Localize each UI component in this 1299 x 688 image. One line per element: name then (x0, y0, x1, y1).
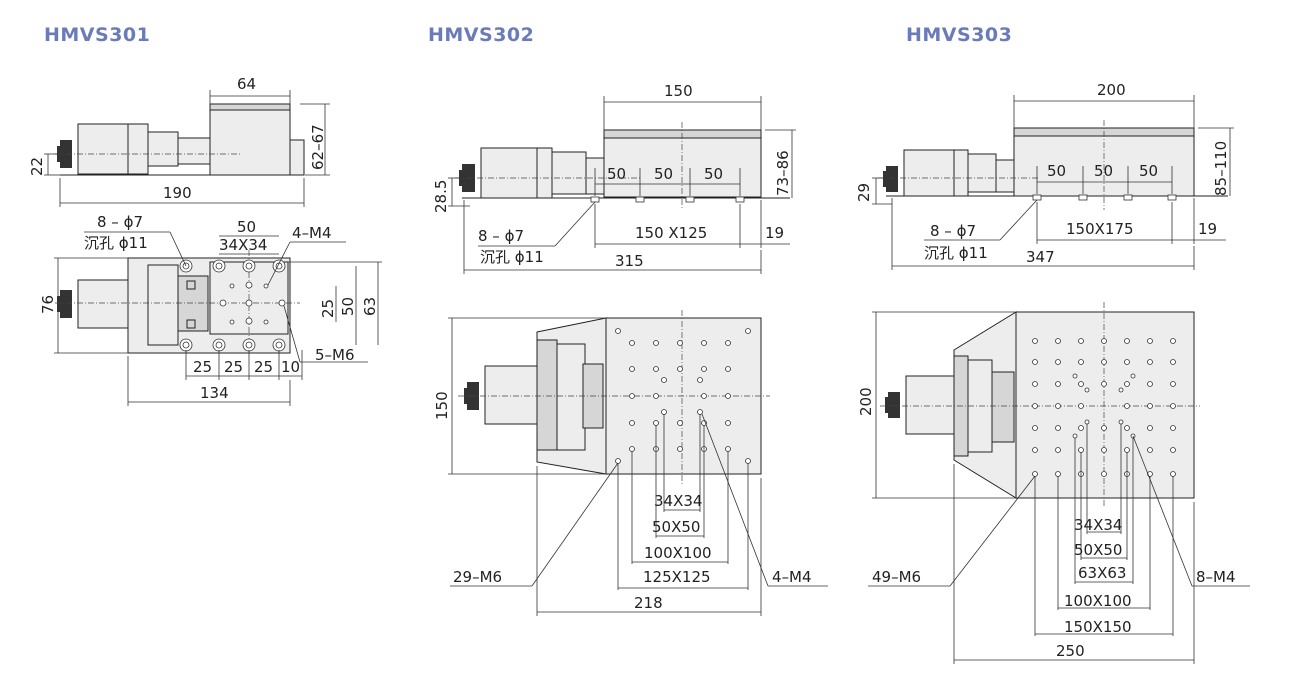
hmvs302-offset: 19 (765, 224, 784, 242)
model-title-hmvs302: HMVS302 (428, 24, 535, 46)
hmvs301-dim-50v: 50 (339, 297, 357, 316)
hmvs303-offset: 19 (1198, 220, 1217, 238)
hmvs301-side-width: 64 (237, 75, 256, 93)
hmvs301-holes-label: 8 – ϕ7 (97, 213, 143, 231)
hmvs303-side-height: 85–110 (1212, 141, 1230, 196)
hmvs301-side-view: 64 62–67 22 190 (28, 75, 330, 207)
hmvs301-dim-25v: 25 (319, 299, 337, 318)
hmvs301-pitch-2: 25 (224, 358, 243, 376)
hmvs302-pitch-3: 50 (704, 165, 723, 183)
model-title-hmvs301: HMVS301 (44, 24, 151, 46)
hmvs302-side-holes (590, 196, 745, 203)
hmvs302-table-size: 150 X125 (635, 224, 707, 242)
hmvs301-top-length: 134 (200, 384, 229, 402)
hmvs303-grid-100: 100X100 (1064, 592, 1132, 610)
hmvs302-grid-100: 100X100 (644, 544, 712, 562)
hmvs303-m6-label: 49–M6 (872, 568, 921, 586)
hmvs303-top-view: 200 (857, 302, 1250, 664)
hmvs302-side-width: 150 (664, 82, 693, 100)
hmvs303-top-length: 250 (1056, 642, 1085, 660)
hmvs303-side-holes (1032, 194, 1177, 201)
hmvs303-side-view: 200 85–110 29 50 50 50 8 – ϕ7 沉孔 ϕ11 150… (855, 81, 1234, 270)
hmvs301-counterbore-label: 沉孔 ϕ11 (84, 234, 148, 252)
hmvs302-m6-label: 29–M6 (453, 568, 502, 586)
hmvs302-top-length: 218 (634, 594, 663, 612)
hmvs301-dim-34x34: 34X34 (219, 236, 267, 254)
hmvs302-pitch-2: 50 (654, 165, 673, 183)
hmvs301-side-screw-height: 22 (28, 157, 46, 176)
hmvs303-pitch-1: 50 (1047, 162, 1066, 180)
model-title-hmvs303: HMVS303 (906, 24, 1013, 46)
hmvs303-m4-label: 8–M4 (1196, 568, 1236, 586)
hmvs301-top-view: 8 – ϕ7 沉孔 ϕ11 50 34X34 4–M4 76 25 50 63 … (39, 213, 382, 406)
hmvs302-grid-34: 34X34 (654, 492, 702, 510)
hmvs302-side-height: 73–86 (774, 150, 792, 196)
hmvs303-grid-150: 150X150 (1064, 618, 1132, 636)
hmvs301-dim-76: 76 (39, 295, 57, 314)
hmvs301-m4-label: 4–M4 (292, 224, 332, 242)
hmvs302-hole-grid (615, 328, 751, 464)
hmvs303-grid-50: 50X50 (1074, 541, 1122, 559)
hmvs301-side-length: 190 (163, 184, 192, 202)
hmvs302-grid-125: 125X125 (643, 568, 711, 586)
hmvs303-table-size: 150X175 (1066, 220, 1134, 238)
hmvs303-grid-34: 34X34 (1074, 516, 1122, 534)
hmvs303-pitch-3: 50 (1139, 162, 1158, 180)
hmvs301-dim-50: 50 (237, 218, 256, 236)
hmvs301-pitch-1: 25 (193, 358, 212, 376)
hmvs302-side-view: 150 73–86 28.5 50 50 50 8 – ϕ7 沉孔 ϕ11 15… (432, 82, 796, 274)
hmvs303-holes-label: 8 – ϕ7 (930, 222, 976, 240)
hmvs303-counterbore-label: 沉孔 ϕ11 (924, 244, 988, 262)
hmvs302-holes-label: 8 – ϕ7 (478, 227, 524, 245)
hmvs302-counterbore-label: 沉孔 ϕ11 (480, 248, 544, 266)
hmvs303-side-width: 200 (1097, 81, 1126, 99)
hmvs302-grid-50: 50X50 (652, 518, 700, 536)
hmvs302-m4-label: 4–M4 (772, 568, 812, 586)
hmvs301-side-height: 62–67 (309, 124, 327, 170)
hmvs302-pitch-1: 50 (607, 165, 626, 183)
hmvs303-pitch-2: 50 (1094, 162, 1113, 180)
hmvs303-side-screw-height: 29 (855, 183, 873, 202)
hmvs302-side-screw-height: 28.5 (432, 180, 450, 213)
hmvs302-top-view: 150 34X34 50X50 (433, 310, 828, 616)
hmvs303-grid-63: 63X63 (1078, 564, 1126, 582)
hmvs301-mount-holes (179, 259, 286, 352)
hmvs301-pitch-4: 10 (281, 358, 300, 376)
hmvs303-side-length: 347 (1026, 248, 1055, 266)
hmvs301-m6-label: 5–M6 (315, 346, 355, 364)
hmvs302-side-length: 315 (615, 252, 644, 270)
hmvs301-pitch-3: 25 (254, 358, 273, 376)
hmvs302-top-height: 150 (433, 391, 451, 420)
hmvs301-dim-63: 63 (361, 297, 379, 316)
hmvs303-top-height: 200 (857, 387, 875, 416)
